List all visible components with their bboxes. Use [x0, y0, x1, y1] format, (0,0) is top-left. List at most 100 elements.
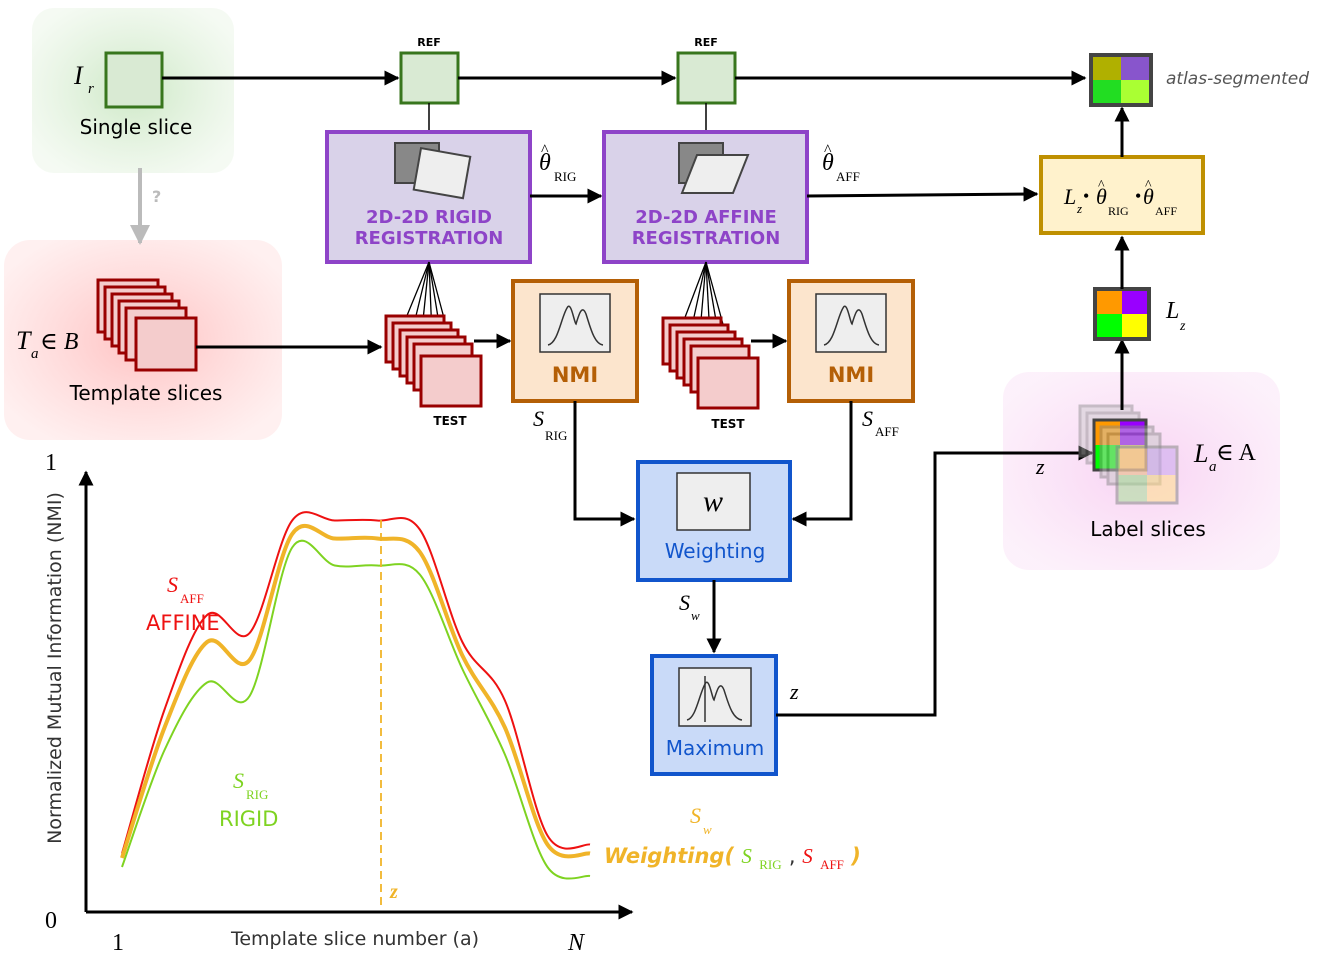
nmi-affine-block: NMI: [787, 279, 915, 403]
test-label-1: TEST: [433, 414, 467, 428]
comp-dot-1: •: [1083, 186, 1089, 206]
comp-rig-sub: RIG: [1108, 204, 1129, 218]
arrow-nmi-affine-to-weighting: [791, 401, 853, 527]
lz-square: [1093, 287, 1151, 341]
x-tick-right: N: [567, 930, 586, 955]
weighted-comma: ,: [789, 844, 802, 868]
labels-z-in: z: [1035, 454, 1045, 479]
maximum-out-z: z: [789, 679, 799, 704]
s-rig-sub: RIG: [545, 428, 567, 443]
comp-L: L: [1063, 184, 1076, 209]
theta-rig-sub: RIG: [554, 169, 576, 184]
single-slice-square: [104, 51, 164, 109]
template-slices-node: T a ∈ B Template slices: [16, 278, 222, 405]
input-symbol-sub: r: [88, 81, 94, 97]
atlas-segmented-square: [1089, 53, 1153, 107]
ref-square-2: [676, 51, 737, 105]
weighted-series-label: Weighting( S RIG , S AFF ): [604, 844, 861, 874]
composition-block: L z • θ ^ RIG • θ ^ AFF: [1039, 155, 1205, 235]
y-tick-bottom: 0: [45, 908, 57, 934]
weighted-arg2-main: S: [802, 844, 813, 868]
rigid-title-line2: REGISTRATION: [355, 228, 504, 249]
s-aff-sub: AFF: [875, 424, 899, 439]
rigid-title-line1: 2D-2D RIGID: [366, 207, 492, 228]
single-slice-node: I r Single slice: [73, 51, 193, 139]
weighted-s-sub: w: [703, 822, 712, 837]
rotate-icon: [412, 146, 472, 200]
test-stack-affine: [661, 316, 760, 410]
shear-icon: [680, 154, 750, 194]
rigid-s-sub: RIG: [246, 787, 268, 802]
rigid-s-main: S: [233, 768, 244, 793]
nmi-rigid-block: NMI: [511, 279, 639, 403]
y-axis-label: Normalized Mutual Information (NMI): [44, 492, 66, 844]
label-slices-stack: [1078, 404, 1179, 505]
comp-theta-1: θ: [1096, 184, 1107, 209]
curve-weighted: [120, 524, 591, 859]
atlas-segmented-label: atlas-segmented: [1166, 69, 1309, 89]
template-symbol-sub: a: [31, 346, 39, 362]
label-slices-label: Label slices: [1090, 517, 1206, 541]
affine-registration-block: 2D-2D AFFINE REGISTRATION: [602, 130, 809, 264]
affine-s-sub: AFF: [180, 591, 204, 606]
comp-theta-1-hat: ^: [1098, 178, 1105, 193]
theta-rig-hat: ^: [541, 142, 549, 159]
arrow-nmi-rigid-to-weighting: [573, 401, 636, 527]
single-slice-label: Single slice: [80, 115, 193, 139]
labels-symbol-sub: a: [1209, 459, 1217, 475]
comp-theta-2-hat: ^: [1145, 178, 1152, 193]
test-stack-rigid: [384, 314, 483, 408]
curve-affine: [121, 511, 591, 854]
comp-aff-sub: AFF: [1155, 204, 1177, 218]
theta-rig-symbol: θ: [539, 150, 551, 176]
weighted-s-main: S: [690, 803, 701, 828]
weighting-label: Weighting: [665, 539, 766, 563]
weighting-block: w Weighting: [636, 460, 792, 582]
nmi-affine-label: NMI: [828, 363, 874, 387]
rigid-registration-block: 2D-2D RIGID REGISTRATION: [325, 130, 532, 264]
comp-theta-2: θ: [1143, 184, 1154, 209]
nmi-rigid-label: NMI: [552, 363, 598, 387]
template-stack: [96, 278, 198, 372]
weighted-close: ): [850, 844, 861, 868]
ref-square-1: [399, 51, 460, 105]
theta-aff-sub: AFF: [836, 169, 860, 184]
weighted-arg1-sub: RIG: [759, 857, 781, 872]
input-symbol: I: [73, 61, 84, 90]
ref-label-1: REF: [417, 36, 441, 49]
arrow-affine-to-composition: [806, 186, 1039, 202]
arrow-maximum-to-labels: [776, 445, 1094, 717]
lz-sub: z: [1179, 319, 1186, 334]
template-symbol-main: T: [16, 326, 32, 355]
theta-aff-hat: ^: [824, 142, 832, 159]
affine-title-line1: 2D-2D AFFINE: [635, 207, 777, 228]
affine-title-line2: REGISTRATION: [632, 228, 781, 249]
weighting-symbol: w: [703, 485, 723, 518]
s-w-main: S: [679, 590, 690, 615]
comp-L-sub: z: [1076, 201, 1082, 216]
weighted-fn: Weighting(: [604, 844, 734, 868]
nmi-chart: 1 0 1 N Template slice number (a) Normal…: [44, 450, 861, 955]
maximum-block: Maximum: [650, 654, 778, 776]
maximum-label: Maximum: [666, 736, 765, 760]
test-label-2: TEST: [711, 417, 745, 431]
comp-dot-2: •: [1135, 186, 1141, 206]
z-marker-label: z: [389, 881, 398, 903]
theta-aff-symbol: θ: [822, 150, 834, 176]
weighted-arg2-sub: AFF: [820, 857, 844, 872]
ref-label-2: REF: [694, 36, 718, 49]
unknown-question-mark: ?: [152, 187, 161, 206]
chart-curves: [120, 511, 591, 880]
weighted-arg1-main: S: [741, 844, 752, 868]
rigid-series-label: RIGID: [219, 807, 278, 831]
template-symbol-rest: ∈ B: [40, 329, 79, 355]
affine-s-main: S: [167, 572, 178, 597]
labels-symbol-rest: ∈ A: [1216, 440, 1256, 466]
s-aff-main: S: [862, 406, 873, 431]
curve-rigid: [121, 539, 591, 880]
s-w-sub: w: [691, 608, 700, 623]
s-rig-main: S: [533, 406, 544, 431]
labels-symbol-main: L: [1193, 439, 1208, 468]
x-tick-left: 1: [112, 930, 124, 955]
